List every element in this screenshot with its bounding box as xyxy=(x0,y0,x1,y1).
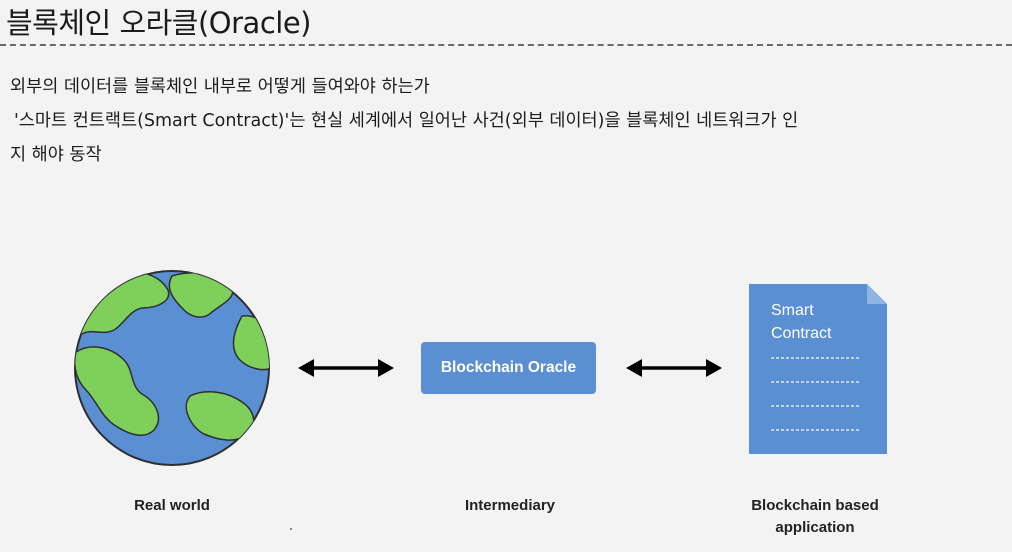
stray-dot xyxy=(290,528,292,530)
body-line-2: '스마트 컨트랙트(Smart Contract)'는 현실 세계에서 일어난 … xyxy=(14,111,799,131)
intermediary-label: Intermediary xyxy=(464,497,556,514)
smart-contract-label: Smart Contract xyxy=(771,302,832,342)
real-world-label: Real world xyxy=(134,497,210,514)
globe-land-3 xyxy=(75,346,160,436)
title-divider xyxy=(0,44,1012,46)
blockchain-oracle-box: Blockchain Oracle xyxy=(421,342,596,394)
oracle-box-label: Blockchain Oracle xyxy=(440,359,577,376)
document-shape xyxy=(749,284,887,454)
bidirectional-arrow-left xyxy=(298,359,394,377)
body-line-3: 지 해야 동작 xyxy=(10,145,102,165)
document-fold xyxy=(867,284,887,304)
body-line-1: 외부의 데이터를 블록체인 내부로 어떻게 들여와야 하는가 xyxy=(10,77,430,97)
page-title: 블록체인 오라클(Oracle) xyxy=(6,6,311,40)
globe-icon xyxy=(74,270,270,466)
bidirectional-arrow-right xyxy=(626,359,722,377)
application-label: Blockchain based application xyxy=(751,497,879,536)
document-icon xyxy=(749,284,887,454)
